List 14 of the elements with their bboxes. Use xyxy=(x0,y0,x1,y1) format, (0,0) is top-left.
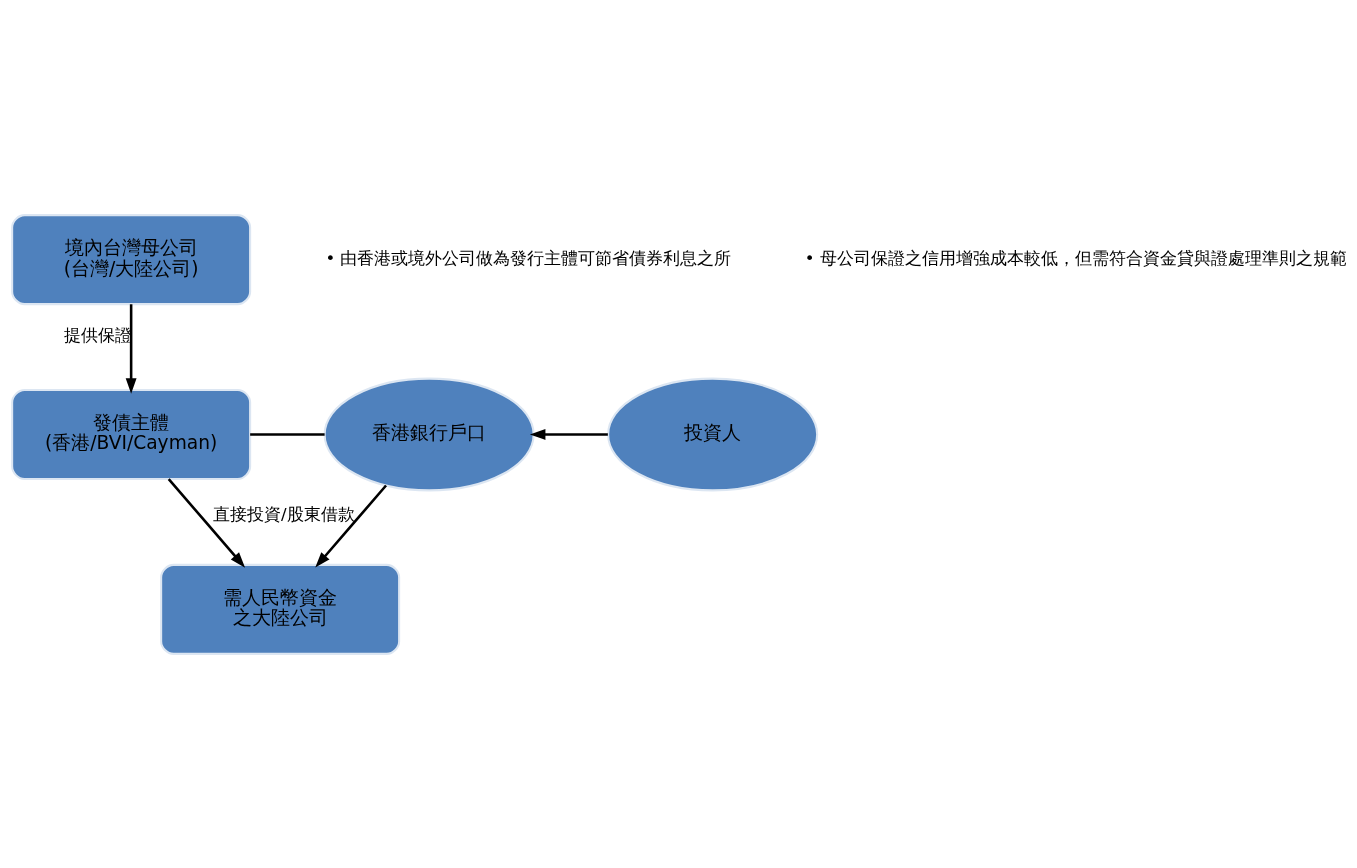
node-box: 境內台灣母公司 (台灣/大陸公司) xyxy=(11,213,252,305)
arrow xyxy=(167,477,246,568)
arrow xyxy=(315,484,387,568)
connector xyxy=(250,432,325,436)
arrow xyxy=(125,303,137,394)
node-box: 發債主體 (香港/BVI/Cayman) xyxy=(11,388,252,480)
arrow xyxy=(529,428,608,440)
node-ellipse: 香港銀行戶口 xyxy=(323,377,535,491)
edge-label: 直接投資/股東借款 xyxy=(212,504,355,524)
node-ellipse: 投資人 xyxy=(607,377,819,491)
label: • 母公司保證之信用增強成本較低，但需符合資金貸與證處理準則之規範 xyxy=(804,248,1347,268)
label: • 由香港或境外公司做為發行主體可節省債券利息之所 xyxy=(325,248,732,268)
node-box: 需人民幣資金之大陸公司 xyxy=(160,563,401,655)
edge-label: 提供保證 xyxy=(64,325,133,345)
